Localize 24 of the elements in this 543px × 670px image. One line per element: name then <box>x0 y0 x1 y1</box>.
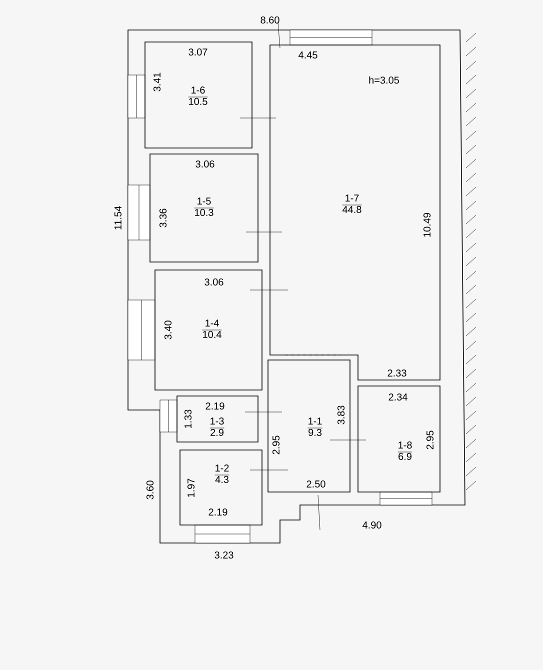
dimension-label: 3.40 <box>164 320 172 340</box>
room-height: h=3.05 <box>369 76 399 84</box>
dimension-label: 3.36 <box>159 208 167 228</box>
dimension-label: 2.19 <box>206 402 224 410</box>
dimension-label: 2.34 <box>388 393 408 401</box>
dimension-label: 11.54 <box>114 206 122 230</box>
dimension-label: 1.33 <box>184 410 192 428</box>
dimension-label: 1.97 <box>187 478 195 497</box>
dimension-label: 10.49 <box>423 212 431 237</box>
dimension-label: 3.06 <box>196 160 214 168</box>
dimension-label: 4.90 <box>362 521 382 529</box>
dimension-label: 3.07 <box>188 48 208 56</box>
dimension-label: 2.19 <box>208 508 228 516</box>
dimension-label: 3.60 <box>146 480 154 500</box>
dimension-label: 2.95 <box>272 436 280 454</box>
dimension-label: 3.41 <box>153 72 161 92</box>
dimension-label: 2.50 <box>306 480 326 488</box>
dimension-label: 3.23 <box>214 551 234 559</box>
dimension-label: 3.06 <box>204 278 224 286</box>
dimension-label: 2.33 <box>388 369 406 377</box>
dimension-label: 4.45 <box>298 52 318 58</box>
dimension-label: 8.60 <box>260 16 280 24</box>
dimension-label: 2.95 <box>426 430 434 450</box>
dimension-label: 3.83 <box>337 406 345 424</box>
